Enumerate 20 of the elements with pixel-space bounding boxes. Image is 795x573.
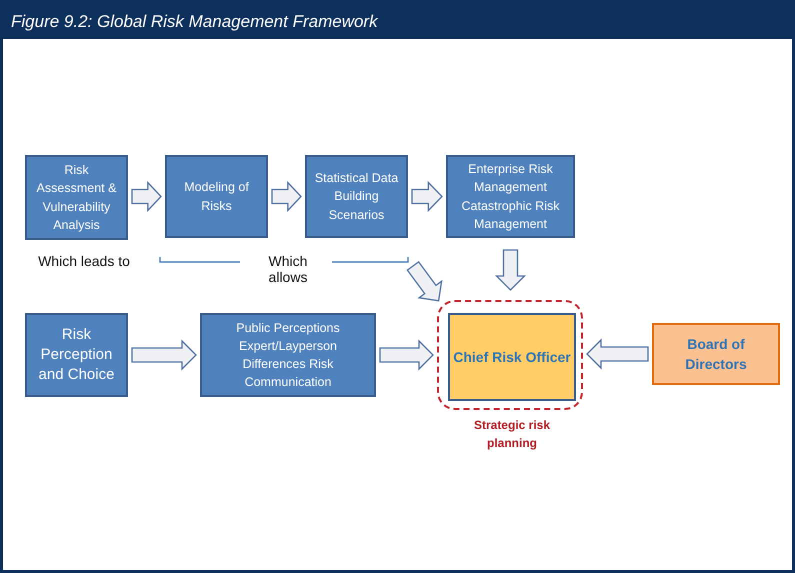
process-box: Statistical Data Building Scenarios	[305, 155, 408, 238]
block-arrow	[406, 260, 442, 302]
process-box: Public Perceptions Expert/Layperson Differences Risk Communication	[200, 313, 376, 397]
board-box: Board of Directors	[652, 323, 780, 385]
block-arrow	[494, 249, 526, 291]
process-box: Risk Perception and Choice	[25, 313, 128, 397]
block-arrow	[131, 339, 197, 371]
block-arrow	[271, 180, 302, 212]
officer-box: Chief Risk Officer	[448, 313, 576, 401]
process-box: Risk Assessment & Vulnerability Analysis	[25, 155, 128, 240]
process-box: Modeling of Risks	[165, 155, 268, 238]
annotation-text: Which allows	[268, 253, 308, 285]
process-box: Enterprise Risk Management Catastrophic Risk Management	[446, 155, 575, 238]
figure-title: Figure 9.2: Global Risk Management Framework	[11, 12, 378, 32]
block-arrow	[131, 180, 162, 212]
block-arrow	[379, 339, 434, 371]
group-caption: Strategic risk planning	[472, 417, 552, 452]
block-arrow	[411, 180, 443, 212]
annotation-text: Which leads to	[37, 253, 131, 269]
block-arrow	[586, 338, 649, 370]
